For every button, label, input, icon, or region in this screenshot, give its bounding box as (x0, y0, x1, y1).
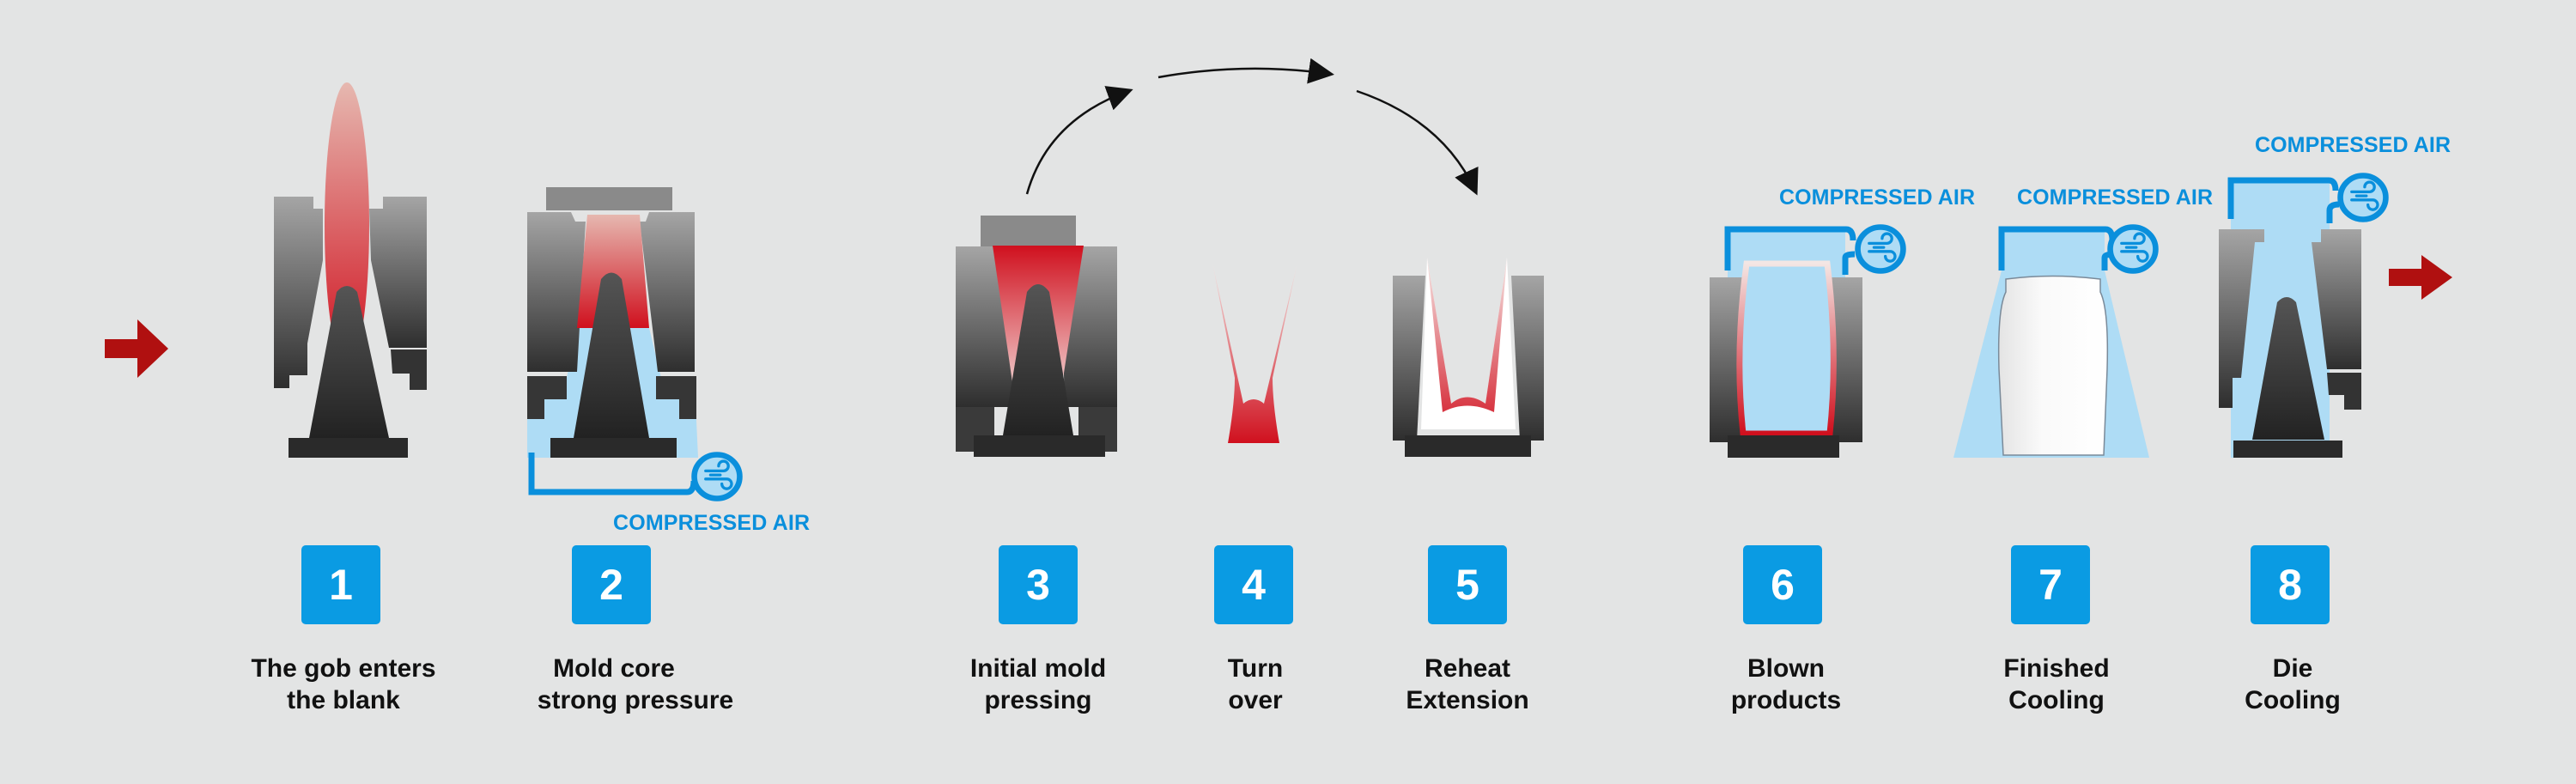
caption-line: Finished (2003, 654, 2110, 683)
mold-core (2252, 297, 2324, 440)
step-2-diagram: COMPRESSED AIR (527, 187, 810, 535)
caption-line: products (1730, 686, 1842, 714)
step-3-badge: 3 (999, 545, 1078, 624)
step-2-badge: 2 (572, 545, 651, 624)
base-plate (1405, 435, 1531, 457)
step-6-badge: 6 (1743, 545, 1822, 624)
step-2-caption: Mold core strong pressure (498, 653, 773, 716)
step-4-badge: 4 (1214, 545, 1293, 624)
mold-right (1511, 276, 1544, 441)
turned-parison (1212, 263, 1297, 443)
top-plate (981, 216, 1076, 246)
step-8-badge: 8 (2251, 545, 2330, 624)
mold-core (309, 286, 389, 438)
step-7-badge: 7 (2011, 545, 2090, 624)
mold-core (574, 272, 649, 438)
step-7-diagram: COMPRESSED AIR (1953, 185, 2213, 458)
blank-mold-left (274, 197, 323, 388)
step-8-diagram: COMPRESSED AIR (2219, 133, 2451, 458)
finished-bottle (1997, 275, 2109, 456)
step-4-caption: Turn over (1118, 653, 1393, 716)
step-1-caption: The gob enters the blank (206, 653, 481, 716)
caption-line: over (1228, 686, 1283, 714)
compressed-air-label: COMPRESSED AIR (613, 511, 810, 535)
step-6-caption: Blown products (1649, 653, 1923, 716)
step-1-diagram (274, 82, 427, 458)
caption-line: Mold core (553, 654, 675, 683)
blown-bottle (1736, 260, 1837, 437)
mold-left (527, 212, 586, 372)
blank-mold-right (369, 197, 427, 348)
caption-line: Die (2272, 654, 2313, 683)
base-plate (1728, 435, 1839, 458)
step-3-caption: Initial mold pressing (901, 653, 1176, 716)
mold-right (640, 212, 695, 372)
caption-line: pressing (984, 686, 1092, 714)
compressed-air-icon (2341, 176, 2386, 220)
step-3-diagram (956, 216, 1117, 457)
core-base (2233, 441, 2342, 458)
lower-mold-left (527, 376, 567, 419)
caption-line: the blank (287, 686, 400, 714)
compressed-air-icon (2111, 228, 2156, 271)
mold-core (1003, 284, 1073, 435)
arrow-3-icon (1356, 89, 1479, 196)
compressed-air-label: COMPRESSED AIR (2017, 185, 2213, 210)
caption-line: Reheat (1424, 654, 1511, 683)
compressed-air-label: COMPRESSED AIR (1779, 185, 1975, 210)
compressed-air-icon (1858, 228, 1904, 271)
air-pipe (528, 453, 697, 495)
turn-over-arrows (1025, 58, 1479, 196)
core-base (289, 438, 408, 458)
lower-mold-right (2327, 373, 2361, 410)
air-pipe (1724, 226, 1856, 275)
step-6-diagram: COMPRESSED AIR (1710, 185, 1975, 458)
blank-mold-right-lower (391, 349, 427, 390)
step-5-badge: 5 (1428, 545, 1507, 624)
caption-line: Initial mold (969, 654, 1107, 683)
arrow-2-icon (1157, 58, 1334, 84)
compressed-air-label: COMPRESSED AIR (2255, 133, 2451, 157)
mold-left (1393, 276, 1425, 441)
core-base (550, 438, 677, 458)
step-5-diagram (1393, 258, 1544, 457)
compressed-air-icon (695, 455, 740, 499)
caption-line: The gob enters (251, 654, 436, 683)
top-plate (546, 187, 672, 210)
lower-mold-right (656, 376, 696, 419)
entry-arrow-icon (105, 319, 168, 378)
exit-arrow-icon (2389, 255, 2452, 300)
caption-line: Cooling (2245, 686, 2341, 714)
core-base (974, 435, 1105, 457)
parison (577, 215, 649, 328)
air-pipe (2227, 177, 2340, 223)
step-4-diagram (1212, 263, 1297, 443)
caption-line: strong pressure (537, 686, 734, 714)
mold-left (2219, 229, 2264, 408)
mold-right (2312, 229, 2361, 369)
caption-line: Turn (1227, 654, 1284, 683)
caption-line: Blown (1747, 654, 1825, 683)
arrow-1-icon (1025, 86, 1133, 195)
step-1-badge: 1 (301, 545, 380, 624)
caption-line: Cooling (2008, 686, 2105, 714)
caption-line: Extension (1406, 686, 1529, 714)
